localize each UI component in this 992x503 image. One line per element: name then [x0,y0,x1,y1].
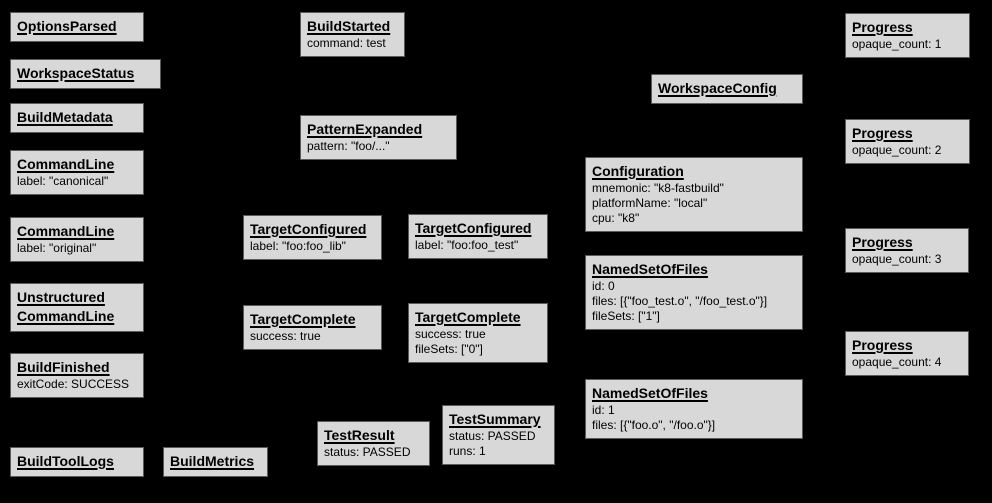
node-field: id: 1 [592,403,615,417]
node-field: runs: 1 [449,444,486,458]
node-build-finished: BuildFinished exitCode: SUCCESS [10,353,144,398]
node-command-line-canonical: CommandLine label: "canonical" [10,150,144,195]
node-progress-1: Progress opaque_count: 1 [845,13,970,58]
node-field: opaque_count: 1 [852,37,942,51]
node-progress-3: Progress opaque_count: 3 [845,228,969,273]
node-workspace-config: WorkspaceConfig [651,74,803,104]
node-named-set-of-files-0: NamedSetOfFiles id: 0 files: [{"foo_test… [585,255,803,330]
node-target-configured-foo-lib: TargetConfigured label: "foo:foo_lib" [243,215,382,260]
node-field: label: "foo:foo_test" [415,238,519,252]
node-field: opaque_count: 3 [852,252,942,266]
node-title: WorkspaceStatus [17,65,135,81]
node-field: fileSets: ["0"] [415,342,483,356]
node-field: files: [{"foo_test.o", "/foo_test.o"}] [592,294,768,308]
node-test-result: TestResult status: PASSED [317,421,430,466]
node-field: command: test [307,36,386,50]
node-title: BuildFinished [17,359,110,375]
node-field: success: true [250,329,321,343]
node-title: BuildMetrics [170,453,255,469]
node-title: CommandLine [17,223,115,239]
node-title: Progress [852,234,913,250]
node-field: label: "foo:foo_lib" [250,239,346,253]
node-field: cpu: "k8" [592,211,640,225]
node-workspace-status: WorkspaceStatus [10,59,161,89]
node-progress-4: Progress opaque_count: 4 [845,331,969,376]
node-named-set-of-files-1: NamedSetOfFiles id: 1 files: [{"foo.o", … [585,379,803,439]
node-title: WorkspaceConfig [658,80,777,96]
node-field: label: "canonical" [17,174,109,188]
node-field: label: "original" [17,241,97,255]
node-title: NamedSetOfFiles [592,261,708,277]
node-target-complete-foo-test: TargetComplete success: true fileSets: [… [408,303,548,363]
node-build-metadata: BuildMetadata [10,103,144,133]
node-target-configured-foo-test: TargetConfigured label: "foo:foo_test" [408,214,548,259]
node-field: status: PASSED [324,445,411,459]
node-title: Unstructured CommandLine [17,289,115,324]
node-title: TargetComplete [250,311,356,327]
node-pattern-expanded: PatternExpanded pattern: "foo/..." [300,115,457,160]
node-field: status: PASSED [449,429,536,443]
node-title: TargetConfigured [415,220,532,236]
node-title: NamedSetOfFiles [592,385,708,401]
node-title: CommandLine [17,156,115,172]
node-field: fileSets: ["1"] [592,309,660,323]
node-configuration: Configuration mnemonic: "k8-fastbuild" p… [585,157,803,232]
node-field: opaque_count: 4 [852,355,942,369]
node-field: platformName: "local" [592,196,708,210]
node-title: BuildStarted [307,18,391,34]
node-build-started: BuildStarted command: test [300,12,405,57]
node-field: pattern: "foo/..." [307,139,390,153]
node-title: TestSummary [449,411,541,427]
node-title: Progress [852,337,913,353]
node-title: BuildMetadata [17,109,113,125]
node-title: OptionsParsed [17,18,117,34]
node-field: files: [{"foo.o", "/foo.o"}] [592,418,716,432]
node-command-line-original: CommandLine label: "original" [10,217,144,262]
node-title: BuildToolLogs [17,453,114,469]
node-unstructured-command-line: Unstructured CommandLine [10,283,144,332]
node-build-tool-logs: BuildToolLogs [10,447,144,477]
node-field: exitCode: SUCCESS [17,377,130,391]
node-options-parsed: OptionsParsed [10,12,144,42]
node-test-summary: TestSummary status: PASSED runs: 1 [442,405,555,465]
node-title: TargetConfigured [250,221,367,237]
node-field: success: true [415,327,486,341]
node-field: mnemonic: "k8-fastbuild" [592,181,724,195]
node-progress-2: Progress opaque_count: 2 [845,119,970,164]
node-title: PatternExpanded [307,121,423,137]
node-field: opaque_count: 2 [852,143,942,157]
node-target-complete-foo-lib: TargetComplete success: true [243,305,382,350]
node-field: id: 0 [592,279,615,293]
node-title: Progress [852,125,913,141]
node-title: Configuration [592,163,684,179]
node-title: TestResult [324,427,395,443]
node-title: Progress [852,19,913,35]
node-title: TargetComplete [415,309,521,325]
node-build-metrics: BuildMetrics [163,447,268,477]
